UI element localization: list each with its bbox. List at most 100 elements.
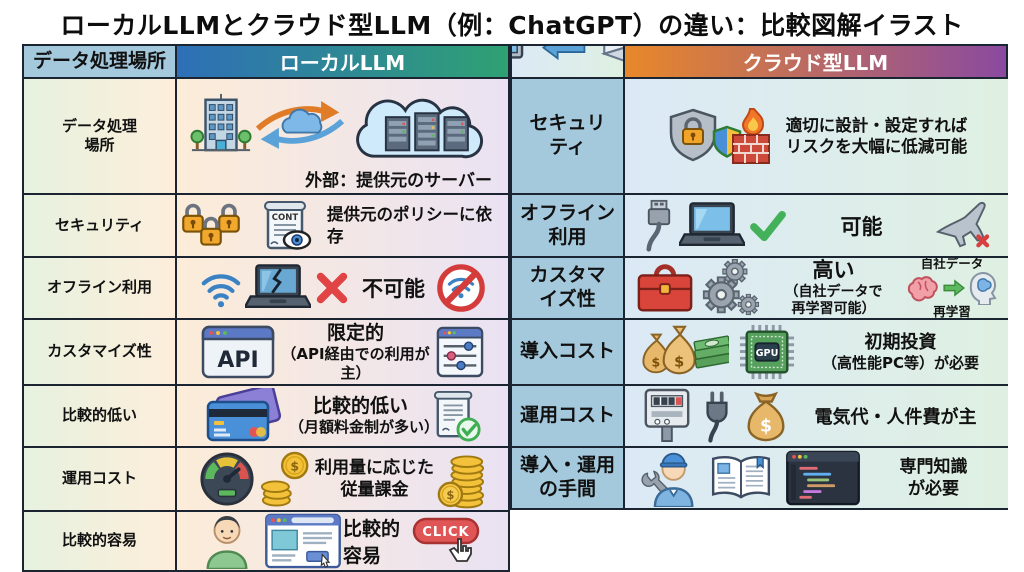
cloud-security-text: 提供元のポリシーに依存: [327, 205, 492, 246]
local-customize-line: （自社データで: [784, 283, 883, 300]
sync-arrows-icon: [538, 46, 588, 60]
browser-window-icon: [263, 513, 343, 569]
svg-text:$: $: [446, 488, 454, 502]
retrain-top-label: 自社データ: [920, 256, 984, 271]
mid-label-line: カスタマイズ性: [47, 342, 152, 361]
office-building-icon: [189, 91, 252, 155]
no-wifi-icon: [436, 263, 486, 313]
cloud-customize-line: （API経由での利用が主）: [281, 345, 430, 382]
svg-text:API: API: [217, 348, 258, 373]
local-security-line: 適切に設計・設定すれば: [785, 115, 968, 135]
mid-label-intro-cost: 比較的低い: [22, 384, 175, 446]
cloud-customize-line: 限定的: [326, 322, 384, 345]
mid-label-data-location: データ処理 場所: [22, 77, 175, 193]
row-label-customize: カスタマイズ性: [510, 256, 623, 318]
cloud-sync-arrows-icon: [254, 95, 346, 151]
cell-local-customize: 高い （自社データで 再学習可能） 自社データ: [623, 256, 1008, 318]
local-effort-line: 専門知識: [899, 456, 968, 477]
svg-text:GPU: GPU: [756, 348, 779, 359]
cell-local-intro-cost: $ $: [623, 318, 1008, 384]
cell-cloud-intro-cost: 比較的低い （月額料金制が多い）: [175, 384, 510, 446]
sliders-icon: [436, 326, 484, 378]
hand-cursor-icon: [448, 538, 472, 562]
cloud-offline-text: 不可能: [362, 277, 425, 301]
mid-label-line: 場所: [84, 136, 115, 154]
cloud-intro-cost-line: 比較的低い: [312, 395, 408, 418]
row-label-op-cost: 運用コスト: [510, 384, 623, 446]
cell-local-offline: 可能: [623, 193, 1008, 256]
cell-cloud-customize: API 限定的 （API経由での利用が主）: [175, 318, 510, 384]
cloud-intro-cost-line: （月額料金制が多い）: [289, 418, 440, 437]
api-window-icon: API: [201, 325, 275, 379]
office-room-icon: [598, 46, 623, 73]
cell-cloud-op-cost: $ 利用量に応じた 従量課金: [175, 446, 510, 510]
head-brain-icon: [968, 271, 998, 305]
money-bag-icon: $: [741, 388, 791, 444]
local-intro-cost-line: 初期投資: [864, 331, 937, 353]
row-label-effort: 導入・運用の手間: [510, 446, 623, 510]
retrain-diagram: 自社データ: [906, 256, 998, 318]
cell-cloud-effort: 比較的容易 CLICK: [175, 510, 510, 572]
mid-label-line: 運用コスト: [61, 469, 137, 488]
mid-label-offline: オフライン利用: [22, 256, 175, 318]
mid-label-security: セキュリティ: [22, 193, 175, 256]
local-llm-header: ローカルLLM: [175, 44, 510, 77]
cell-cloud-security: CONT 提供元のポリシーに依存: [175, 193, 510, 256]
brain-icon: [906, 274, 940, 302]
local-security-line: リスクを大幅に低減可能: [785, 137, 968, 156]
gauge-icon: [199, 451, 255, 507]
retrain-bottom-label: 再学習: [933, 304, 971, 318]
pc-server-icon: [512, 46, 528, 75]
local-op-cost-text: 電気代・人件費が主: [814, 407, 977, 428]
mid-label-effort: 比較的容易: [22, 510, 175, 572]
local-intro-cost-line: （高性能PC等）が必要: [821, 353, 979, 372]
electric-meter-icon: [641, 387, 693, 445]
svg-text:CONT: CONT: [272, 213, 299, 223]
security-shield-firewall-icon: [666, 107, 772, 165]
local-customize-line: 高い: [812, 258, 855, 283]
plug-icon: [701, 389, 733, 443]
cloud-llm-header: クラウド型LLM: [623, 44, 1008, 77]
contract-eye-icon: CONT: [257, 198, 315, 254]
cell-local-op-cost: $ 電気代・人件費が主: [623, 384, 1008, 446]
comparison-table: ローカルLLM クラウド型LLM データ処理場所: [22, 44, 1024, 572]
mid-label-line: 比較的低い: [61, 406, 137, 425]
cloud-data-location-caption: 外部：提供元のサーバー: [305, 170, 492, 191]
gears-icon: [699, 258, 761, 318]
mid-label-line: オフライン利用: [46, 278, 152, 297]
cloud-servers-icon: [348, 82, 496, 164]
row-label-offline: オフライン利用: [510, 193, 623, 256]
cloud-op-cost-line: 利用量に応じた: [315, 457, 434, 478]
money-bags-icon: $ $: [637, 323, 729, 381]
credit-cards-icon: [203, 388, 289, 444]
check-icon: [749, 210, 787, 242]
airplane-off-icon: [936, 201, 990, 251]
toolbox-icon: [635, 262, 695, 314]
mid-label-customize: カスタマイズ性: [22, 318, 175, 384]
contract-check-icon: [432, 389, 482, 443]
row-label-security: セキュリティ: [510, 77, 623, 193]
gpu-chip-icon: GPU: [739, 324, 795, 380]
red-x-icon: [313, 269, 351, 307]
click-button-icon: CLICK: [412, 515, 484, 567]
row-label-intro-cost: 導入コスト: [510, 318, 623, 384]
engineer-icon: [639, 449, 697, 507]
local-customize-line: 再学習可能）: [791, 300, 876, 317]
svg-text:$: $: [290, 458, 299, 473]
row-label-data-location: データ処理場所: [22, 44, 175, 77]
cell-local-security: 適切に設計・設定すれば リスクを大幅に低減可能: [623, 77, 1008, 193]
coin-stack-icon: $: [436, 449, 486, 509]
mid-label-line: セキュリティ: [54, 215, 145, 234]
arrow-right-icon: [942, 279, 966, 297]
cell-local-data-location: 内部：自社のPC・サーバー: [510, 44, 623, 77]
svg-text:CLICK: CLICK: [422, 525, 469, 540]
padlocks-icon: [177, 201, 245, 251]
local-effort-line: が必要: [908, 479, 959, 499]
svg-text:$: $: [760, 416, 772, 436]
local-offline-text: 可能: [840, 214, 883, 239]
wifi-icon: [199, 268, 243, 308]
laptop-icon: [679, 201, 745, 251]
book-icon: [709, 454, 773, 502]
cloud-effort-text: 比較的容易: [343, 518, 401, 567]
